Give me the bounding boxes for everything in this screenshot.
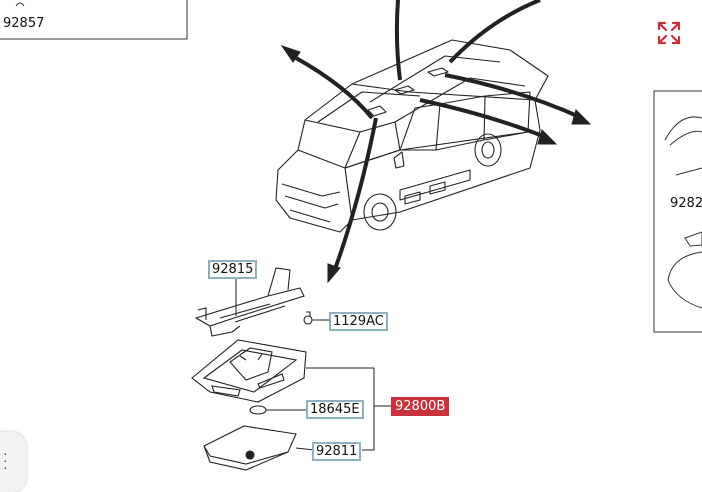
leader-lines xyxy=(235,276,392,451)
bracket-part xyxy=(194,267,305,337)
screw-part xyxy=(303,311,330,325)
part-label-18645e[interactable]: 18645E xyxy=(306,400,364,419)
part-label-1129ac[interactable]: 1129AC xyxy=(329,312,388,331)
callout-arrows xyxy=(280,0,592,284)
van-illustration xyxy=(275,39,549,233)
inset-box-top-left xyxy=(0,0,188,40)
expand-icon[interactable] xyxy=(656,20,682,46)
side-panel-handle[interactable]: ··· xyxy=(0,432,26,492)
part-label-92811[interactable]: 92811 xyxy=(312,442,362,461)
part-label-9282[interactable]: 9282 xyxy=(670,196,702,211)
part-label-92815[interactable]: 92815 xyxy=(208,260,258,279)
more-vertical-icon: ··· xyxy=(3,445,8,475)
lens-cover-part xyxy=(203,425,297,471)
part-label-92800b[interactable]: 92800B xyxy=(391,397,450,416)
bulb-part xyxy=(249,405,306,415)
lamp-housing-part xyxy=(191,339,307,403)
part-label-92857[interactable]: 92857 xyxy=(3,16,45,31)
inset-box-right xyxy=(653,90,702,333)
